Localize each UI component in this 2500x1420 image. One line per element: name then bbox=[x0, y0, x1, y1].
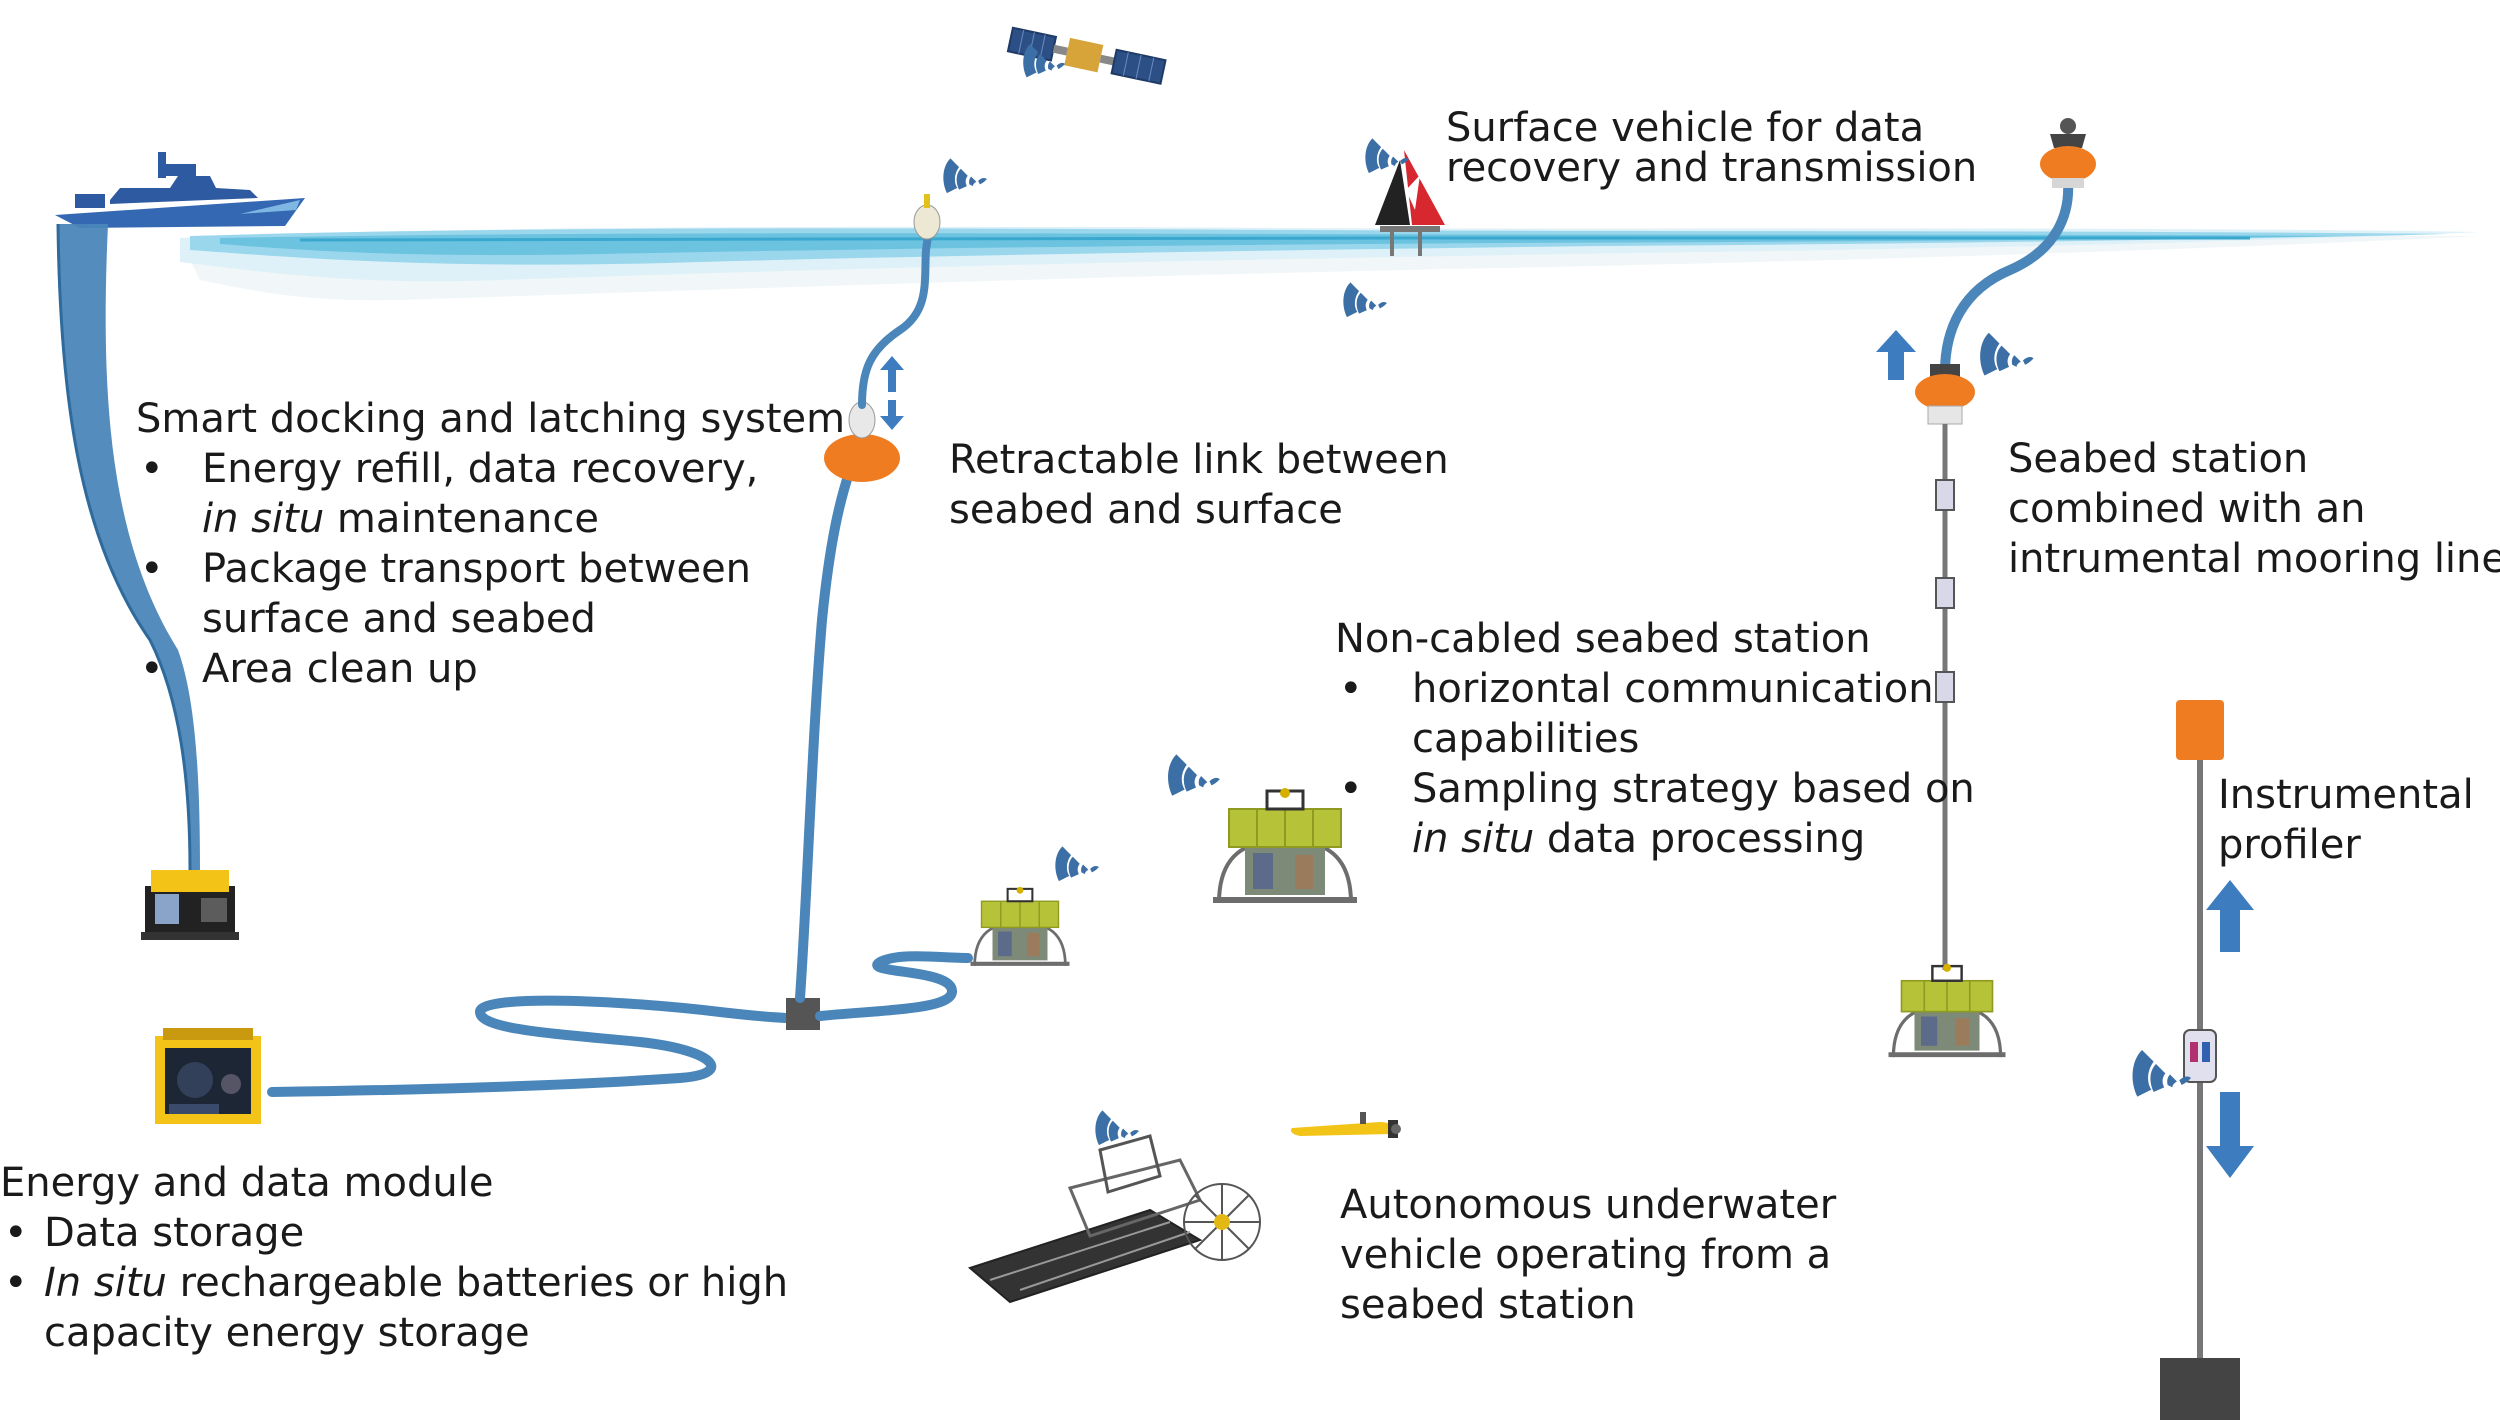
float-beacon bbox=[924, 194, 930, 208]
sailing-drone-icon bbox=[1375, 150, 1445, 256]
mooring-seabed-station-icon bbox=[1886, 961, 2008, 1059]
docking-bullet-1: Energy refill, data recovery,in situ mai… bbox=[136, 444, 845, 544]
profiler-up-arrow-icon bbox=[2206, 880, 2254, 952]
subsurface-buoy-icon bbox=[1915, 364, 1975, 425]
drone-signal-icon bbox=[1365, 138, 1409, 174]
noncabled-station-signal-icon bbox=[1168, 754, 1220, 796]
junction-box bbox=[786, 998, 820, 1030]
mooring-station-line-1: Seabed station bbox=[2008, 436, 2309, 482]
docking-label: Smart docking and latching system Energy… bbox=[136, 394, 845, 694]
retractable-line-2: seabed and surface bbox=[949, 487, 1343, 533]
auv-line-1: Autonomous underwater bbox=[1340, 1182, 1837, 1228]
retractable-line-1: Retractable link between bbox=[949, 437, 1449, 483]
surface-mooring-buoy-icon bbox=[2040, 118, 2096, 188]
rov-tether bbox=[58, 224, 200, 870]
cabled-seabed-station-icon bbox=[968, 885, 1072, 968]
profiler-top-buoy bbox=[2176, 700, 2224, 760]
surface-vehicle-line-2: recovery and transmission bbox=[1446, 145, 1978, 191]
up-arrow-icon bbox=[1876, 330, 1916, 380]
energy-bullet-1: Data storage bbox=[0, 1208, 788, 1258]
surface-vehicle-label: Surface vehicle for data recovery and tr… bbox=[1446, 108, 1977, 188]
profiler-anchor bbox=[2160, 1358, 2240, 1420]
auv-label: Autonomous underwater vehicle operating … bbox=[1340, 1180, 1836, 1330]
docking-title: Smart docking and latching system bbox=[136, 396, 846, 442]
retractable-label: Retractable link between seabed and surf… bbox=[949, 435, 1449, 535]
noncabled-label: Non-cabled seabed station horizontal com… bbox=[1335, 614, 1975, 864]
station-cable bbox=[815, 951, 973, 1021]
mooring-station-line-2: combined with an bbox=[2008, 486, 2366, 532]
energy-bullets: Data storage In situ rechargeable batter… bbox=[0, 1208, 788, 1358]
signal-waves bbox=[943, 44, 2191, 1146]
cabled-station-signal-icon bbox=[1055, 846, 1099, 882]
energy-title: Energy and data module bbox=[0, 1160, 494, 1206]
buoy-signal-icon bbox=[943, 158, 987, 194]
profiler-down-arrow-icon bbox=[2206, 1092, 2254, 1178]
profiler-line-2: profiler bbox=[2218, 822, 2361, 868]
mooring-station-label: Seabed station combined with an intrumen… bbox=[2008, 434, 2500, 584]
noncabled-title: Non-cabled seabed station bbox=[1335, 616, 1871, 662]
energy-module-icon bbox=[155, 1028, 261, 1124]
surface-float bbox=[913, 204, 941, 240]
seabed-cable bbox=[267, 995, 805, 1097]
energy-label: Energy and data module Data storage In s… bbox=[0, 1158, 788, 1358]
energy-bullet-2: In situ rechargeable batteries or highca… bbox=[0, 1258, 788, 1358]
rov-icon bbox=[141, 870, 239, 940]
retract-arrows-icon bbox=[880, 356, 904, 430]
sea-surface bbox=[180, 226, 2480, 301]
docking-bullets: Energy refill, data recovery,in situ mai… bbox=[136, 444, 845, 694]
auv-line-2: vehicle operating from a bbox=[1340, 1232, 1832, 1278]
drone-subsea-signal-icon bbox=[1343, 282, 1387, 318]
auv-docking-platform-icon bbox=[967, 1134, 1261, 1304]
profiler-instrument-icon bbox=[2183, 1029, 2217, 1083]
auv-icon bbox=[1290, 1112, 1401, 1138]
mooring-signal-icon bbox=[1980, 332, 2034, 376]
profiler-label: Instrumental profiler bbox=[2218, 770, 2474, 870]
satellite-icon bbox=[1006, 26, 1167, 85]
profiler-line-1: Instrumental bbox=[2218, 772, 2474, 818]
mooring-upper-cable bbox=[1940, 177, 2074, 377]
docking-bullet-3: Area clean up bbox=[136, 644, 845, 694]
surface-vehicle-line-1: Surface vehicle for data bbox=[1446, 105, 1925, 151]
auv-line-3: seabed station bbox=[1340, 1282, 1636, 1328]
profiler-signal-icon bbox=[2132, 1050, 2191, 1097]
mooring-station-line-3: intrumental mooring line bbox=[2008, 536, 2500, 582]
ship-icon bbox=[55, 152, 305, 228]
